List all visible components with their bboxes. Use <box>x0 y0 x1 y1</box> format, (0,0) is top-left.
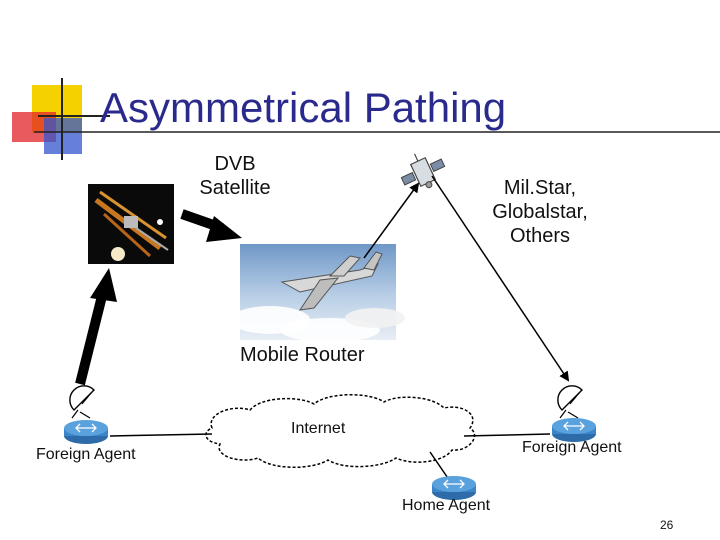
link-right-agent <box>463 433 551 437</box>
uplink-line-to-satellite <box>363 182 420 259</box>
satellite-dish-icon <box>69 385 95 419</box>
airplane-photo <box>230 244 405 342</box>
milstar-label: Mil.Star, Globalstar, Others <box>470 176 610 248</box>
internet-label: Internet <box>291 420 346 437</box>
satellite-icon <box>400 153 446 189</box>
dvb-satellite-label: DVB Satellite <box>190 152 280 200</box>
milstar-line3: Others <box>509 225 571 247</box>
dvb-uplink-arrow <box>75 268 117 386</box>
page-number: 26 <box>660 518 674 532</box>
router-icon <box>432 476 476 500</box>
mobile-router-label: Mobile Router <box>240 344 365 366</box>
home-agent-label: Home Agent <box>402 497 491 514</box>
dvb-line2: Satellite <box>199 177 271 199</box>
cloud-icon <box>205 394 476 468</box>
downlink-line-to-foreign-agent <box>431 175 570 382</box>
router-icon <box>552 418 596 442</box>
title-decoration <box>12 78 720 160</box>
dvb-line1: DVB <box>214 153 256 175</box>
router-icon <box>64 420 108 444</box>
milstar-line1: Mil.Star, <box>503 177 577 199</box>
slide-title: Asymmetrical Pathing <box>100 84 507 131</box>
foreign-agent-left-label: Foreign Agent <box>36 446 136 463</box>
dvb-downlink-arrow <box>180 209 242 242</box>
satellite-dish-icon <box>557 385 583 419</box>
foreign-agent-right-label: Foreign Agent <box>522 439 622 456</box>
link-left-agent <box>109 433 213 437</box>
milstar-line2: Globalstar, <box>492 201 588 223</box>
satellite-photo <box>88 184 174 264</box>
